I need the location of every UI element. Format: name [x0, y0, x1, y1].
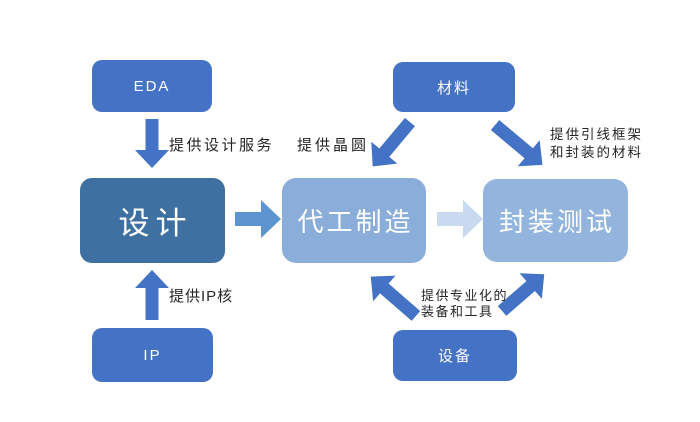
arrow-ip-to-design-icon	[135, 270, 169, 320]
node-equipment: 设备	[393, 330, 517, 381]
arrow-design-to-foundry-icon	[235, 200, 281, 238]
arrow-material-to-packaging-icon	[490, 120, 543, 167]
edge-label-ip-core: 提供IP核	[169, 288, 234, 305]
arrow-equipment-to-packaging-icon	[497, 273, 545, 316]
edge-label-design-services: 提供设计服务	[169, 137, 275, 154]
node-design: 设计	[80, 178, 225, 263]
edge-label-specialized-equipment: 提供专业化的 装备和工具	[421, 288, 508, 320]
edge-label-equipment-line1: 提供专业化的	[421, 288, 509, 303]
arrow-foundry-to-packaging-icon	[437, 200, 483, 238]
edge-label-leadframe-materials: 提供引线框架 和封装的材料	[550, 126, 643, 161]
edge-label-wafers: 提供晶圆	[297, 137, 370, 154]
arrow-equipment-to-foundry-icon	[370, 275, 421, 321]
arrow-eda-to-design-icon	[135, 119, 169, 168]
node-eda: EDA	[92, 60, 212, 112]
node-foundry: 代工制造	[282, 178, 426, 263]
edge-label-leadframe-line1: 提供引线框架	[550, 127, 643, 142]
edge-label-equipment-line2: 装备和工具	[421, 304, 494, 319]
node-material: 材料	[393, 62, 515, 112]
arrow-material-to-foundry-icon	[371, 117, 415, 167]
edge-label-leadframe-line2: 和封装的材料	[550, 144, 643, 160]
node-ip: IP	[92, 328, 213, 382]
node-packaging: 封装测试	[483, 179, 628, 262]
